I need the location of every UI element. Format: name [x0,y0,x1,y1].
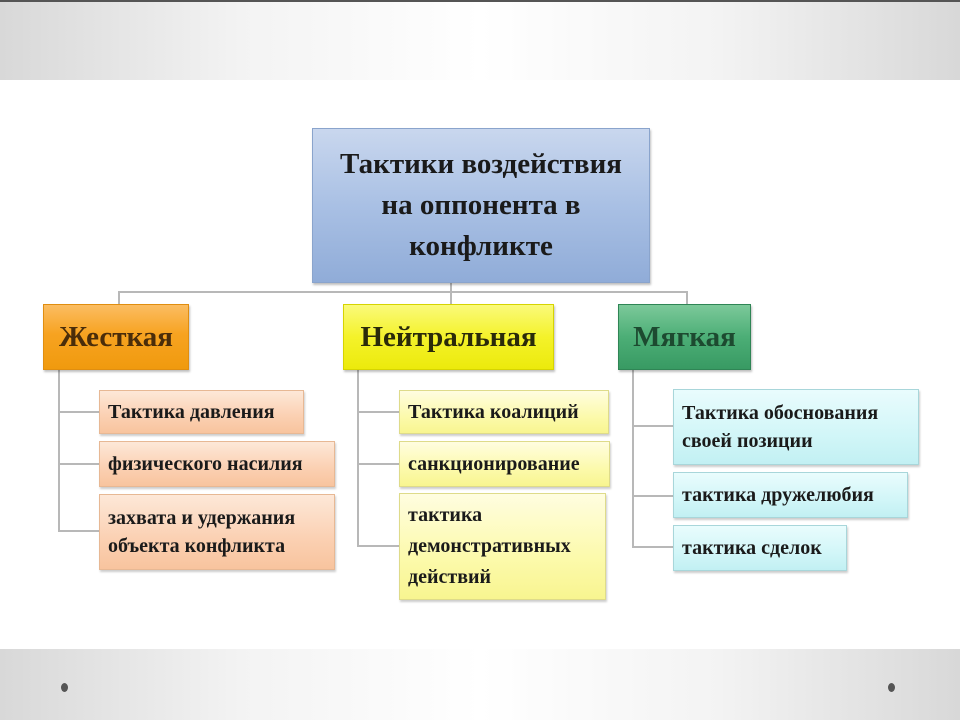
connector-to-soft [686,291,688,304]
category-soft: Мягкая [618,304,751,370]
connector-hard-vertical [58,370,60,532]
tactic-item-text: захвата и удержания объекта конфликта [108,507,296,557]
category-neutral: Нейтральная [343,304,554,370]
bullet-dot-right-icon [888,683,895,692]
tactic-item-text: физического насилия [108,453,303,475]
tactic-item: физического насилия [99,441,335,487]
slide-footer-band [0,649,960,720]
connector-soft-vertical [632,370,634,547]
tactic-item-text: санкционирование [408,453,580,475]
connector-hard-2 [58,463,99,465]
connector-neutral-3 [357,545,399,547]
connector-soft-1 [632,425,674,427]
tactic-item: тактика сделок [673,525,847,571]
category-neutral-label: Нейтральная [360,320,537,353]
bullet-dot-left-icon [61,683,68,692]
connector-soft-2 [632,495,674,497]
connector-neutral-2 [357,463,399,465]
tactic-item: тактика демонстративных действий [399,493,606,600]
diagram-title-box: Тактики воздействия на оппонента в конфл… [312,128,650,283]
tactic-item-text: Тактика обоснования своей позиции [682,402,879,452]
tactic-item-text: Тактика давления [108,401,275,423]
category-soft-label: Мягкая [633,320,736,353]
connector-neutral-vertical [357,370,359,546]
connector-hard-1 [58,411,99,413]
connector-horizontal [118,291,688,293]
category-hard: Жесткая [43,304,189,370]
connector-hard-3 [58,530,99,532]
tactic-item-text: тактика дружелюбия [682,484,874,506]
tactic-item-text: тактика сделок [682,537,822,559]
diagram-title: Тактики воздействия на оппонента в конфл… [340,148,622,262]
tactic-item-text: Тактика коалиций [408,401,579,423]
tactic-item: тактика дружелюбия [673,472,908,518]
slide-header-band [0,0,960,80]
connector-to-hard [118,291,120,304]
tactic-item-text: тактика демонстративных действий [408,504,571,588]
tactic-item: Тактика коалиций [399,390,609,434]
tactic-item: санкционирование [399,441,610,487]
connector-to-neutral [450,283,452,304]
category-hard-label: Жесткая [58,320,173,353]
tactic-item: Тактика давления [99,390,304,434]
tactic-item: захвата и удержания объекта конфликта [99,494,335,570]
connector-neutral-1 [357,411,399,413]
tactic-item: Тактика обоснования своей позиции [673,389,919,465]
connector-soft-3 [632,546,674,548]
